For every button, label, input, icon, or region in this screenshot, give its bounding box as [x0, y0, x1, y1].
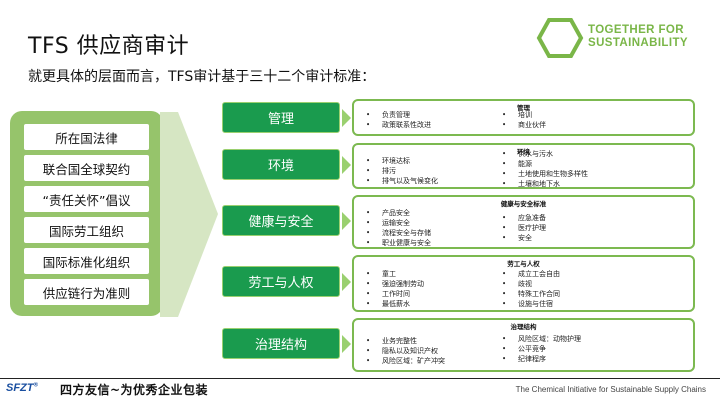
list-item: 风险区域：动物护理	[502, 334, 581, 344]
arrow-right-icon	[342, 212, 351, 230]
footer-slogan: 四方友信~为优秀企业包装	[60, 383, 209, 397]
category-governance: 治理结构	[222, 328, 340, 359]
list-item: 工作时间	[366, 289, 424, 299]
logo-line-2: SUSTAINABILITY	[588, 37, 688, 49]
page-subtitle: 就更具体的层面而言，TFS审计基于三十二个审计标准：	[28, 69, 376, 85]
list-item: 流程安全与存储	[366, 228, 431, 238]
standard-item: 联合国全球契约	[24, 155, 149, 181]
category-health-safety: 健康与安全	[222, 205, 340, 236]
standard-item: 供应链行为准则	[24, 279, 149, 305]
category-environment: 环境	[222, 149, 340, 180]
detail-heading: 治理结构	[510, 323, 537, 331]
detail-col-right: 风险区域：动物护理 公平竞争 纪律程序	[502, 334, 581, 364]
detail-col-left: 环境达标 排污 排气以及气候变化	[366, 156, 438, 186]
category-management: 管理	[222, 102, 340, 133]
detail-col-right: 应急准备 医疗护理 安全	[502, 213, 546, 243]
detail-heading: 劳工与人权	[507, 260, 540, 268]
list-item: 纪律程序	[502, 354, 581, 364]
list-item: 政策联系性改进	[366, 120, 431, 130]
list-item: 产品安全	[366, 208, 431, 218]
detail-col-left: 负责管理 政策联系性改进	[366, 110, 431, 130]
list-item: 商业伙伴	[502, 120, 546, 130]
list-item: 设施与住宿	[502, 299, 560, 309]
arrow-right-icon	[342, 156, 351, 174]
detail-governance: 治理结构 业务完整性 隐私以及知识产权 风险区域：矿产冲突 风险区域：动物护理 …	[352, 318, 695, 372]
page-title: TFS 供应商审计	[28, 34, 190, 59]
detail-heading: 管理	[517, 104, 530, 112]
list-item: 负责管理	[366, 110, 431, 120]
list-item: 培训	[502, 110, 546, 120]
list-item: 土地使用和生物多样性	[502, 169, 588, 179]
footer-divider	[0, 378, 720, 379]
list-item: 运输安全	[366, 218, 431, 228]
detail-col-right: 培训 商业伙伴	[502, 110, 546, 130]
list-item: 医疗护理	[502, 223, 546, 233]
standards-panel: 所在国法律 联合国全球契约 “责任关怀”倡议 国际劳工组织 国际标准化组织 供应…	[10, 111, 163, 316]
list-item: 土壤和地下水	[502, 179, 588, 189]
list-item: 排污	[366, 166, 438, 176]
standard-item: 所在国法律	[24, 124, 149, 150]
list-item: 安全	[502, 233, 546, 243]
detail-col-left: 童工 强迫强制劳动 工作时间 最低薪水	[366, 269, 424, 309]
list-item: 供水与污水	[502, 149, 588, 159]
list-item: 业务完整性	[366, 336, 445, 346]
footer-logo-text: SFZT	[6, 382, 34, 394]
detail-col-left: 产品安全 运输安全 流程安全与存储 职业健康与安全	[366, 208, 431, 248]
logo-text: TOGETHER FOR SUSTAINABILITY	[588, 24, 688, 50]
chevron-arrow-icon	[160, 112, 218, 317]
detail-health-safety: 健康与安全标准 产品安全 运输安全 流程安全与存储 职业健康与安全 应急准备 医…	[352, 195, 695, 249]
category-labor-rights: 劳工与人权	[222, 266, 340, 297]
footer-logo: SFZT®	[6, 382, 38, 394]
detail-labor-rights: 劳工与人权 童工 强迫强制劳动 工作时间 最低薪水 成立工会自由 歧视 特殊工作…	[352, 255, 695, 312]
list-item: 强迫强制劳动	[366, 279, 424, 289]
list-item: 排气以及气候变化	[366, 176, 438, 186]
detail-environment: 环境 环境达标 排污 排气以及气候变化 供水与污水 能源 土地使用和生物多样性 …	[352, 143, 695, 189]
detail-management: 管理 负责管理 政策联系性改进 培训 商业伙伴	[352, 99, 695, 136]
detail-col-right: 供水与污水 能源 土地使用和生物多样性 土壤和地下水	[502, 149, 588, 189]
list-item: 隐私以及知识产权	[366, 346, 445, 356]
tfs-logo: TOGETHER FOR SUSTAINABILITY	[536, 17, 706, 59]
list-item: 应急准备	[502, 213, 546, 223]
list-item: 职业健康与安全	[366, 238, 431, 248]
arrow-right-icon	[342, 335, 351, 353]
list-item: 歧视	[502, 279, 560, 289]
detail-col-left: 业务完整性 隐私以及知识产权 风险区域：矿产冲突	[366, 336, 445, 366]
list-item: 最低薪水	[366, 299, 424, 309]
list-item: 成立工会自由	[502, 269, 560, 279]
list-item: 环境达标	[366, 156, 438, 166]
list-item: 能源	[502, 159, 588, 169]
arrow-right-icon	[342, 273, 351, 291]
arrow-right-icon	[342, 109, 351, 127]
detail-col-right: 成立工会自由 歧视 特殊工作合同 设施与住宿	[502, 269, 560, 309]
list-item: 风险区域：矿产冲突	[366, 356, 445, 366]
hexagon-logo-icon	[536, 18, 584, 58]
standard-item: 国际劳工组织	[24, 217, 149, 243]
standard-item: 国际标准化组织	[24, 248, 149, 274]
standard-item: “责任关怀”倡议	[24, 186, 149, 212]
list-item: 童工	[366, 269, 424, 279]
list-item: 特殊工作合同	[502, 289, 560, 299]
logo-line-1: TOGETHER FOR	[588, 24, 684, 36]
footer-initiative-text: The Chemical Initiative for Sustainable …	[515, 385, 706, 394]
list-item: 公平竞争	[502, 344, 581, 354]
detail-heading: 健康与安全标准	[500, 200, 547, 208]
